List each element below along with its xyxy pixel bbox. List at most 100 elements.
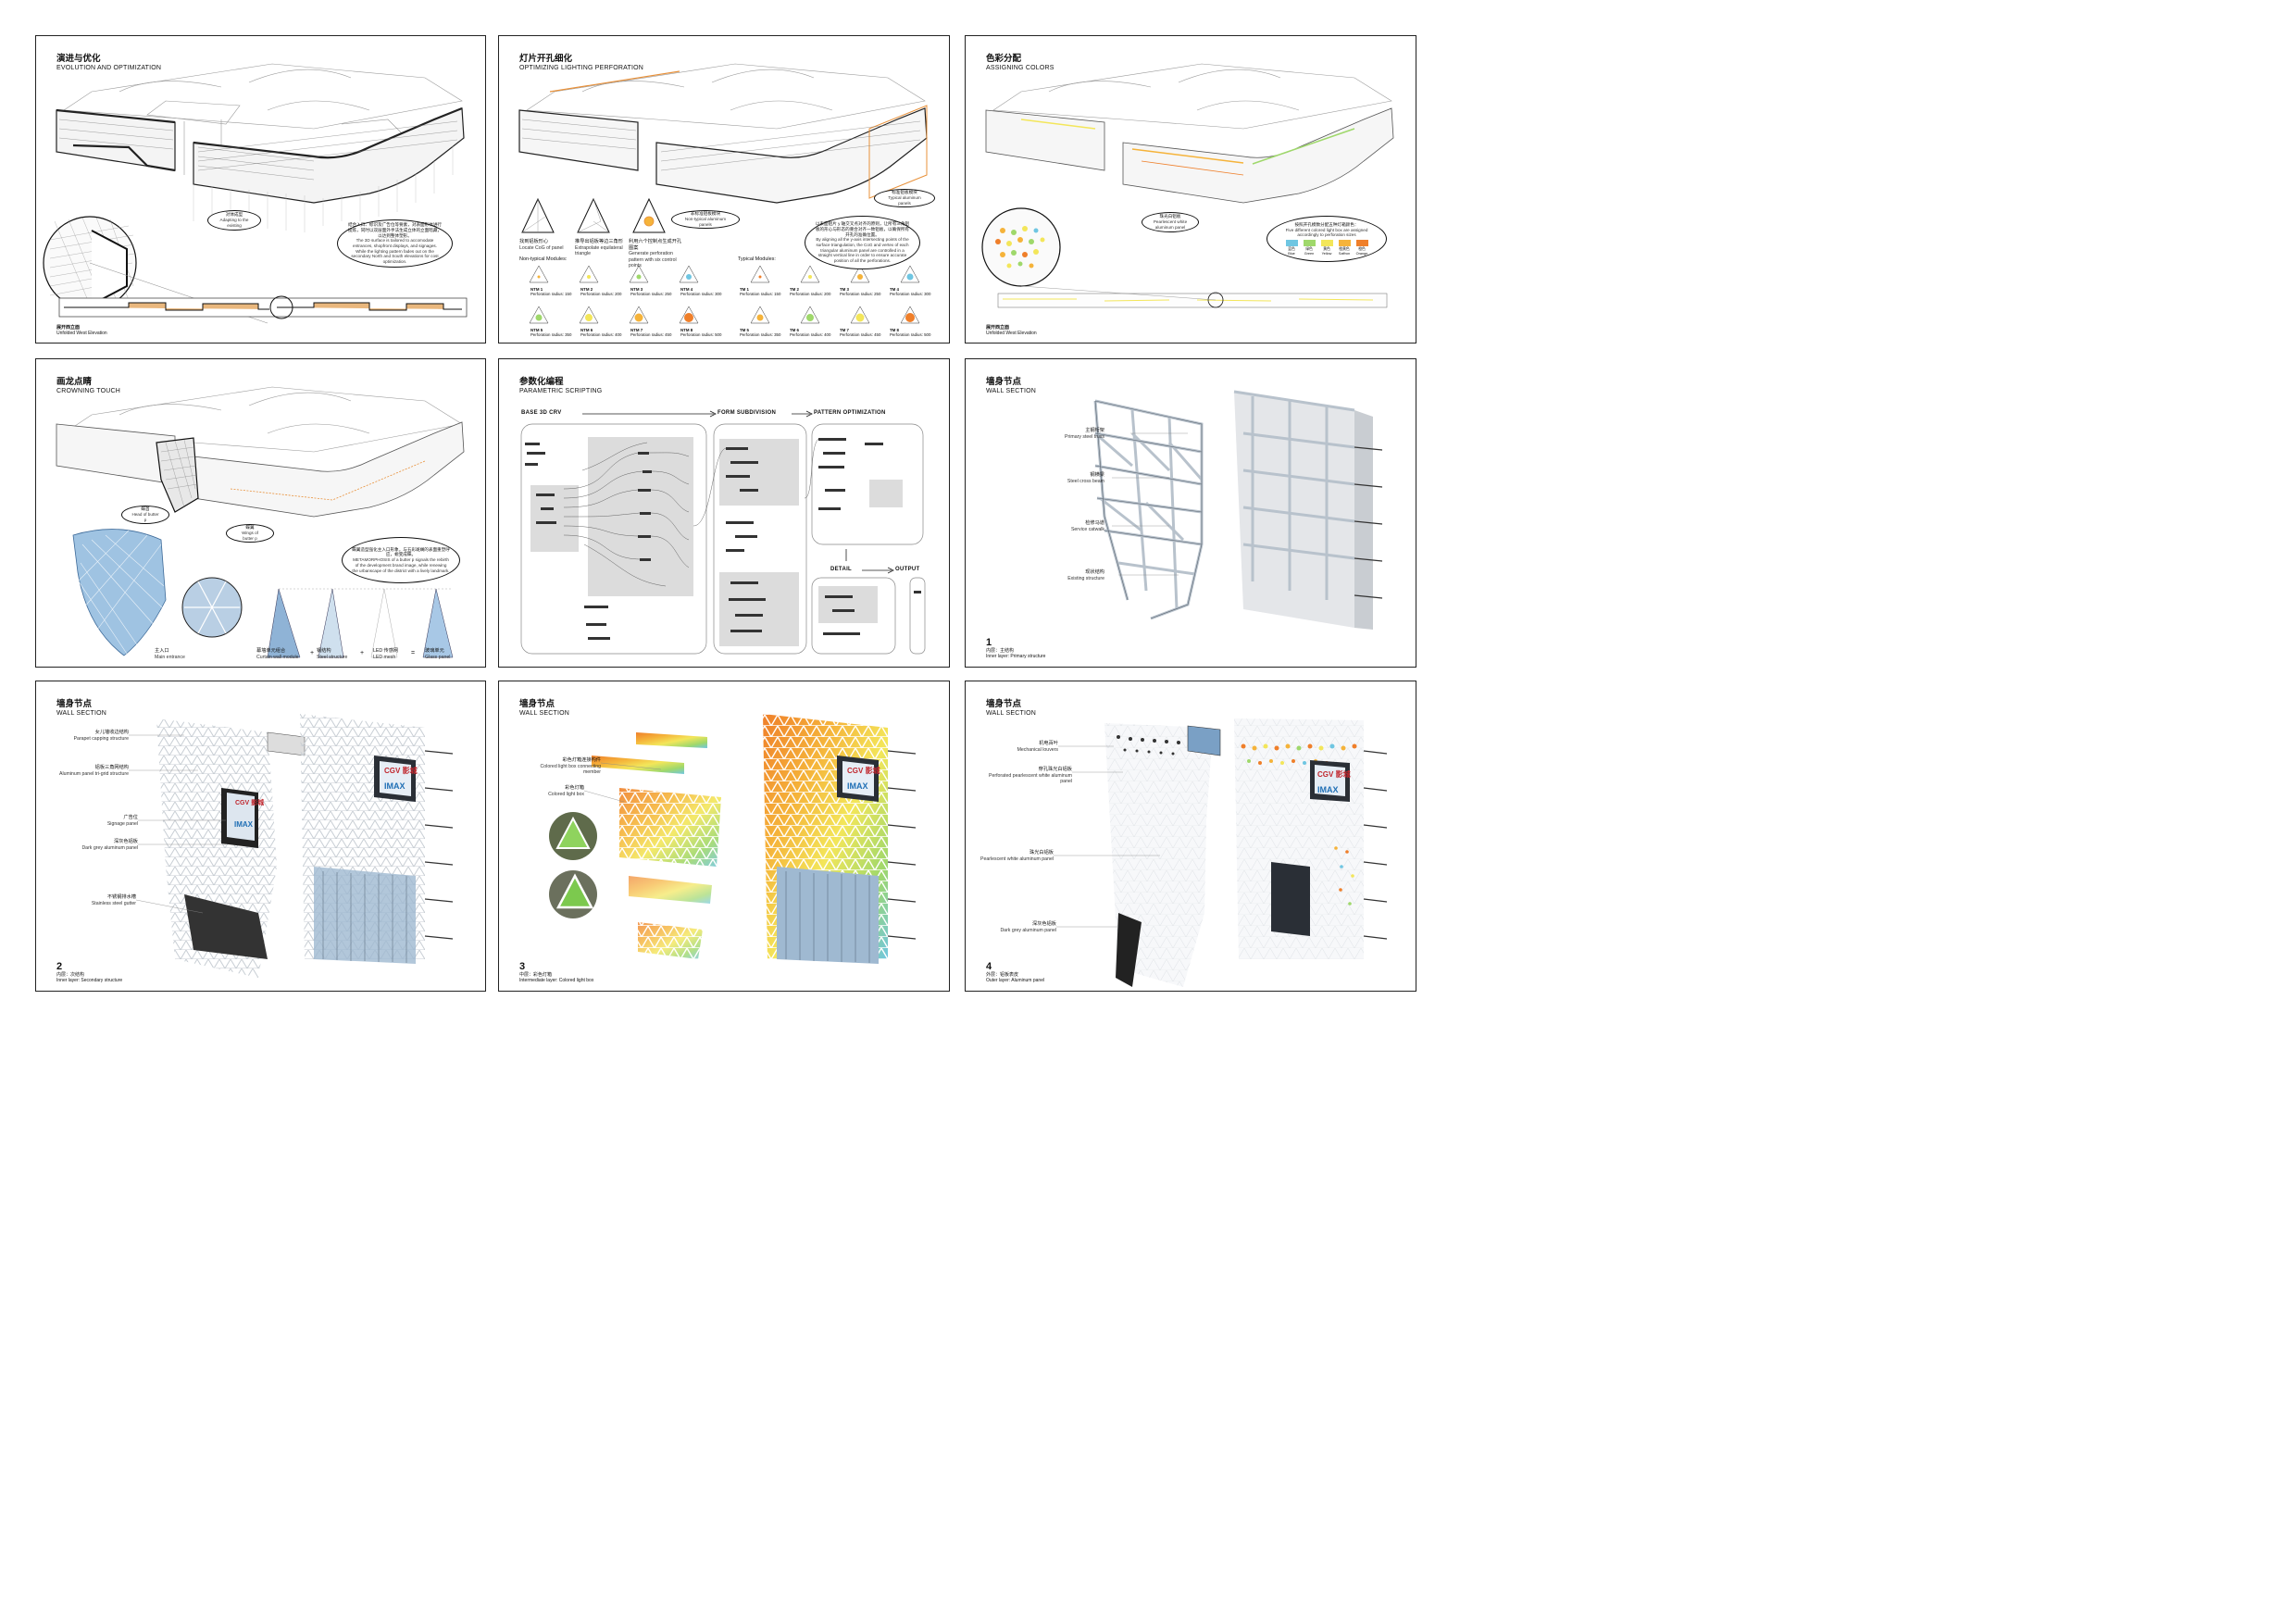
typical-heading: Typical Modules: (738, 256, 776, 262)
callout-metamorphosis: 蝶翼造型强化主入口形象，与五彩斑斓的表面重塑呼应，蜕变成蝶。 METAMORPH… (342, 537, 460, 583)
sign-logo-large: CGV 影城 (1317, 770, 1351, 779)
sign-logo-large: CGV 影城 (847, 767, 880, 775)
sign-imax-large: IMAX (384, 781, 406, 791)
panel-title: 墙身节点 WALL SECTION (56, 699, 107, 717)
layer-caption: 中层：彩色灯箱 Intermediate layer: Colored ligh… (519, 972, 594, 984)
building-axonometric-drawing (981, 63, 1394, 308)
panel-evolution: 演进与优化 EVOLUTION AND OPTIMIZATION (35, 35, 486, 344)
callout-pearlescent-panel: 珠光白铝板 Pearlescent white aluminum panel (1142, 212, 1199, 232)
swatch-saffron-chip (1338, 240, 1351, 247)
crowning-drawing (56, 386, 465, 658)
layer-caption: 内层：次结构 Inner layer: Secondary structure (56, 972, 123, 984)
panel-wall-section-2: 墙身节点 WALL SECTION CGV 影城 IMAX CGV 影城 IMA… (35, 681, 486, 992)
sign-imax-large: IMAX (847, 781, 868, 791)
module-grid (529, 265, 920, 324)
building-axonometric-drawing (43, 63, 468, 324)
panel-title: 画龙点睛 CROWNING TOUCH (56, 377, 121, 394)
panel-title: 灯片开孔细化 OPTIMIZING LIGHTING PERFORATION (519, 54, 644, 71)
callout-head-of-butterfly: 蝶首 Head of butter p (121, 506, 169, 524)
flow-form-subdivision: FORM SUBDIVISION (718, 410, 777, 416)
colored-lightbox-drawing (549, 714, 917, 964)
sign-imax-large: IMAX (1317, 785, 1339, 794)
nontypical-heading: Non-typical Modules: (519, 256, 568, 262)
panel-title: 墙身节点 WALL SECTION (519, 699, 570, 717)
elevation-caption: 展开西立面 Unfolded West Elevation (56, 325, 107, 337)
flow-output: OUTPUT (895, 567, 920, 572)
panel-crowning-touch: 画龙点睛 CROWNING TOUCH 蝶首 Head of butter p (35, 358, 486, 668)
flow-base-3d-crv: BASE 3D CRV (521, 410, 562, 416)
sign-logo-small: CGV 影城 (235, 800, 265, 806)
callout-tailored-surface: 结合入口、标识及广告位等要素，对表面形体进行提炼，同时以双层面外手法生成立体的立… (337, 219, 453, 268)
layer-caption: 内层：主结构 Inner layer: Primary structure (986, 648, 1046, 660)
swatch-blue-chip (1285, 240, 1298, 247)
panel-title: 墙身节点 WALL SECTION (986, 699, 1037, 717)
elevation-caption: 展开西立面 Unfolded West Elevation (986, 325, 1037, 337)
sign-imax-small: IMAX (234, 820, 253, 829)
swatch-orange-chip (1355, 240, 1368, 247)
layer-number: 2 (56, 961, 63, 972)
outer-layer-drawing (1054, 718, 1388, 987)
callout-alignment: 以表面铝片 y 轴交叉点对齐的原则，让所有三角铝板的形心与形态的重合对齐一致铝板… (805, 216, 920, 269)
flow-pattern-optimization: PATTERN OPTIMIZATION (814, 410, 886, 416)
panel-wall-section-3: 墙身节点 WALL SECTION (498, 681, 950, 992)
layer-caption: 外层：铝板表皮 Outer layer: Aluminum panel (986, 972, 1045, 984)
secondary-structure-drawing (129, 714, 454, 978)
callout-adapting: 对体成型 Adapting to the existing (207, 210, 261, 231)
panel-assigning-colors: 色彩分配 ASSIGNING COLORS 珠光白铝板 Pearlescent … (965, 35, 1416, 344)
panel-lighting-perforation: 灯片开孔细化 OPTIMIZING LIGHTING PERFORATION (498, 35, 950, 344)
callout-color-assignment: 按照开孔模数分配五种灯箱颜色： Five different colored l… (1267, 216, 1387, 262)
equals-sign: = (411, 650, 416, 656)
panel-title: 墙身节点 WALL SECTION (986, 377, 1037, 394)
primary-structure-drawing (1093, 390, 1383, 630)
panel-title: 色彩分配 ASSIGNING COLORS (986, 54, 1054, 71)
swatch-green-chip (1303, 240, 1316, 247)
callout-wings-of-butterfly: 蝶翼 Wings of butter p (226, 524, 274, 543)
sign-logo-large: CGV 影城 (384, 767, 418, 775)
callout-typical-panels: 标准铝板模块 Typical aluminum panels (874, 189, 935, 207)
layer-number: 1 (986, 637, 992, 648)
building-axonometric-drawing (518, 63, 928, 324)
plus-sign: + (310, 650, 315, 656)
panel-parametric-scripting: 参数化编程 PARAMETRIC SCRIPTING BASE 3D CRV F… (498, 358, 950, 668)
panel-title: 演进与优化 EVOLUTION AND OPTIMIZATION (56, 54, 162, 71)
grasshopper-script-diagram (520, 410, 926, 655)
